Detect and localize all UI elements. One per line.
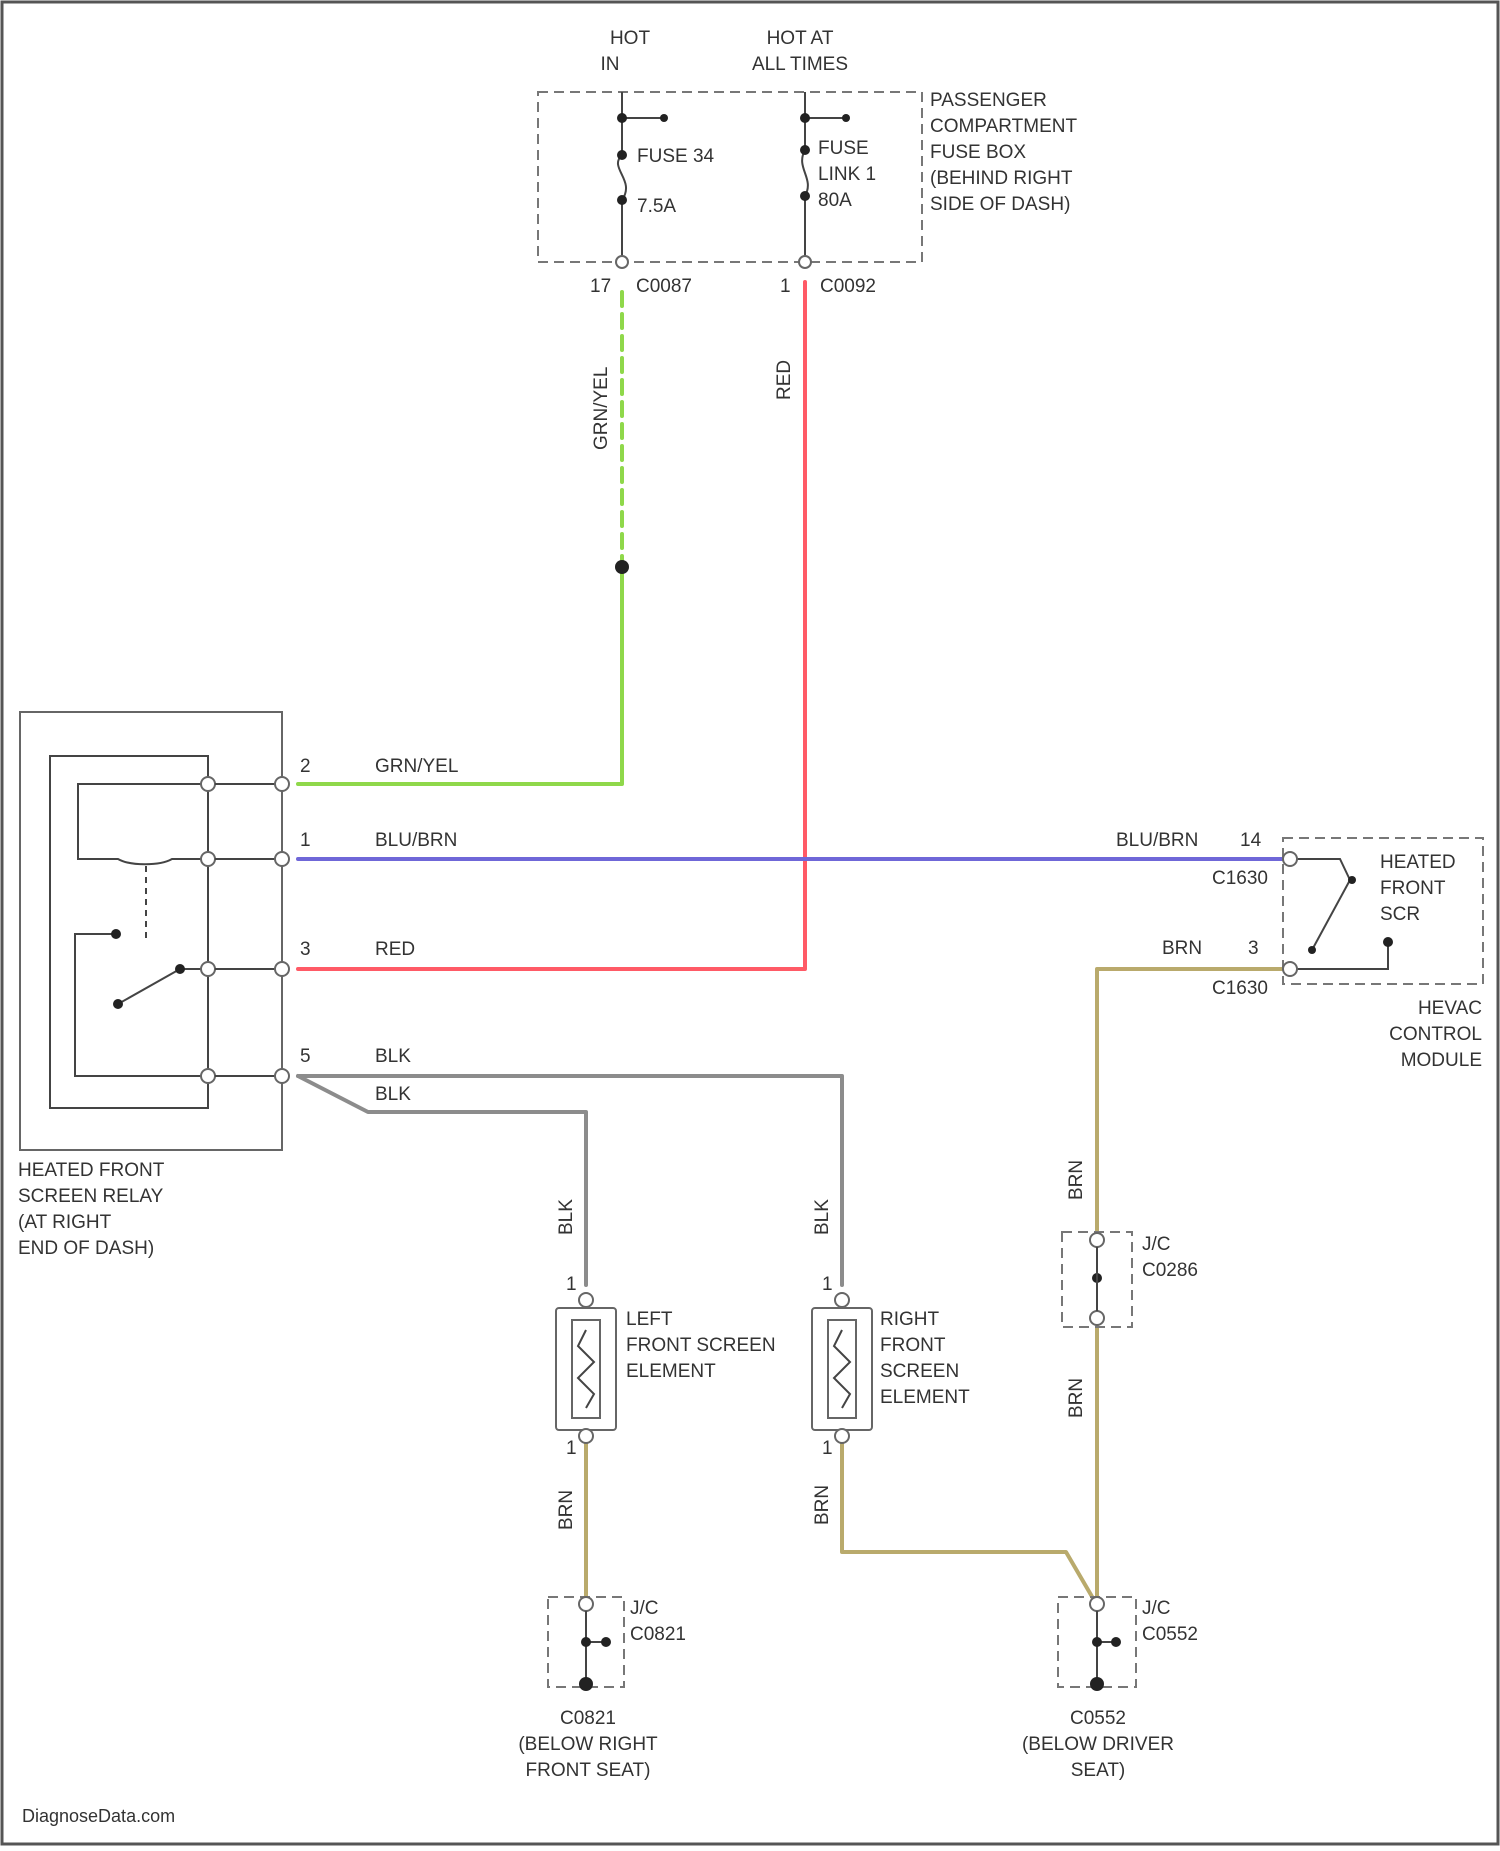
- junction-c0286-label-1: J/C: [1142, 1234, 1171, 1255]
- relay-wire-red: RED: [375, 939, 415, 960]
- hevac-pin-14: 14: [1240, 830, 1262, 851]
- watermark: DiagnoseData.com: [22, 1806, 175, 1826]
- left-element-pin-bottom: 1: [566, 1438, 577, 1459]
- wire-red: [298, 282, 805, 969]
- relay-label-2: SCREEN RELAY: [18, 1186, 164, 1207]
- junction-c0286-label-2: C0286: [1142, 1260, 1198, 1281]
- brn-column-wire-mid: BRN: [1066, 1378, 1087, 1418]
- right-front-screen-element: [812, 1293, 872, 1443]
- left-element-label-1: LEFT: [626, 1309, 673, 1330]
- relay-pin-2: 2: [300, 756, 311, 777]
- ground-right-label-1: C0552: [1070, 1708, 1126, 1729]
- hot-in-line1: HOT: [610, 28, 651, 49]
- splice-grn-yel: [615, 560, 629, 574]
- junction-c0821-label-1: J/C: [630, 1598, 659, 1619]
- brn-column-wire-top: BRN: [1066, 1160, 1087, 1200]
- fuse-box-label-3: FUSE BOX: [930, 142, 1026, 163]
- junction-c0286: [1062, 1232, 1132, 1327]
- wire-brn: [586, 969, 1283, 1600]
- hevac-switch-label-1: HEATED: [1380, 852, 1456, 873]
- left-element-wire-blk: BLK: [556, 1199, 577, 1235]
- left-front-screen-element: [556, 1293, 616, 1443]
- hevac-conn-bottom: C1630: [1212, 978, 1268, 999]
- hevac-pin-3: 3: [1248, 938, 1259, 959]
- conn-c0092: C0092: [820, 276, 876, 297]
- right-element-pin-top: 1: [822, 1274, 833, 1295]
- left-element-wire-brn: BRN: [556, 1490, 577, 1530]
- hevac-switch-label-3: SCR: [1380, 904, 1420, 925]
- fuse-box-label-2: COMPARTMENT: [930, 116, 1077, 137]
- relay-label-3: (AT RIGHT: [18, 1212, 112, 1233]
- relay-pin-5: 5: [300, 1046, 311, 1067]
- ground-left-label-2: (BELOW RIGHT: [518, 1734, 658, 1755]
- right-element-label-4: ELEMENT: [880, 1387, 970, 1408]
- fuse-link-label-1: FUSE: [818, 138, 869, 159]
- relay-wire-blk-lower: BLK: [375, 1084, 411, 1105]
- relay-pin-1: 1: [300, 830, 311, 851]
- junction-c0552-label-2: C0552: [1142, 1624, 1198, 1645]
- fuse-box-label-5: SIDE OF DASH): [930, 194, 1070, 215]
- hevac-wire-blu-brn: BLU/BRN: [1116, 830, 1198, 851]
- hevac-module-label-3: MODULE: [1401, 1050, 1482, 1071]
- fuse-link-label-2: LINK 1: [818, 164, 876, 185]
- wire-label-red-vertical: RED: [774, 360, 795, 400]
- fuse-box-label-4: (BEHIND RIGHT: [930, 168, 1073, 189]
- relay-wire-blk: BLK: [375, 1046, 411, 1067]
- relay-label-4: END OF DASH): [18, 1238, 154, 1259]
- right-element-pin-bottom: 1: [822, 1438, 833, 1459]
- junction-c0821-label-2: C0821: [630, 1624, 686, 1645]
- conn-c0092-pin: 1: [780, 276, 791, 297]
- ground-right-label-2: (BELOW DRIVER: [1022, 1734, 1174, 1755]
- junction-c0552: [1058, 1597, 1136, 1691]
- hevac-conn-top: C1630: [1212, 868, 1268, 889]
- ground-right-label-3: SEAT): [1071, 1760, 1126, 1781]
- ground-left-label-1: C0821: [560, 1708, 616, 1729]
- left-element-pin-top: 1: [566, 1274, 577, 1295]
- hot-all-line1: HOT AT: [767, 28, 834, 49]
- fuse-34-rating: 7.5A: [637, 196, 676, 217]
- fuse-link-rating: 80A: [818, 190, 852, 211]
- left-element-label-3: ELEMENT: [626, 1361, 716, 1382]
- hevac-wire-brn: BRN: [1162, 938, 1202, 959]
- hevac-switch-label-2: FRONT: [1380, 878, 1446, 899]
- left-element-label-2: FRONT SCREEN: [626, 1335, 776, 1356]
- relay-pin-3: 3: [300, 939, 311, 960]
- wire-blk: [298, 1076, 842, 1285]
- right-element-wire-blk: BLK: [812, 1199, 833, 1235]
- relay-wire-blu-brn: BLU/BRN: [375, 830, 457, 851]
- right-element-wire-brn: BRN: [812, 1485, 833, 1525]
- right-element-label-3: SCREEN: [880, 1361, 959, 1382]
- relay-wire-grn-yel: GRN/YEL: [375, 756, 458, 777]
- fuse-34-label: FUSE 34: [637, 146, 715, 167]
- right-element-label-2: FRONT: [880, 1335, 946, 1356]
- relay-label-1: HEATED FRONT: [18, 1160, 165, 1181]
- hot-all-line2: ALL TIMES: [752, 54, 848, 75]
- hot-in-line2: IN: [601, 54, 620, 75]
- right-element-label-1: RIGHT: [880, 1309, 940, 1330]
- hevac-module-label-2: CONTROL: [1389, 1024, 1482, 1045]
- junction-c0552-label-1: J/C: [1142, 1598, 1171, 1619]
- wire-grn-yel: [298, 292, 622, 784]
- conn-c0087: C0087: [636, 276, 692, 297]
- wire-label-grn-yel-vertical: GRN/YEL: [591, 367, 612, 450]
- fuse-box-label-1: PASSENGER: [930, 90, 1047, 111]
- junction-c0821: [548, 1597, 624, 1691]
- ground-left-label-3: FRONT SEAT): [526, 1760, 651, 1781]
- heated-front-screen-relay: [20, 712, 289, 1150]
- hevac-module-label-1: HEVAC: [1418, 998, 1482, 1019]
- fuse-34: [616, 92, 668, 268]
- conn-c0087-pin: 17: [590, 276, 611, 297]
